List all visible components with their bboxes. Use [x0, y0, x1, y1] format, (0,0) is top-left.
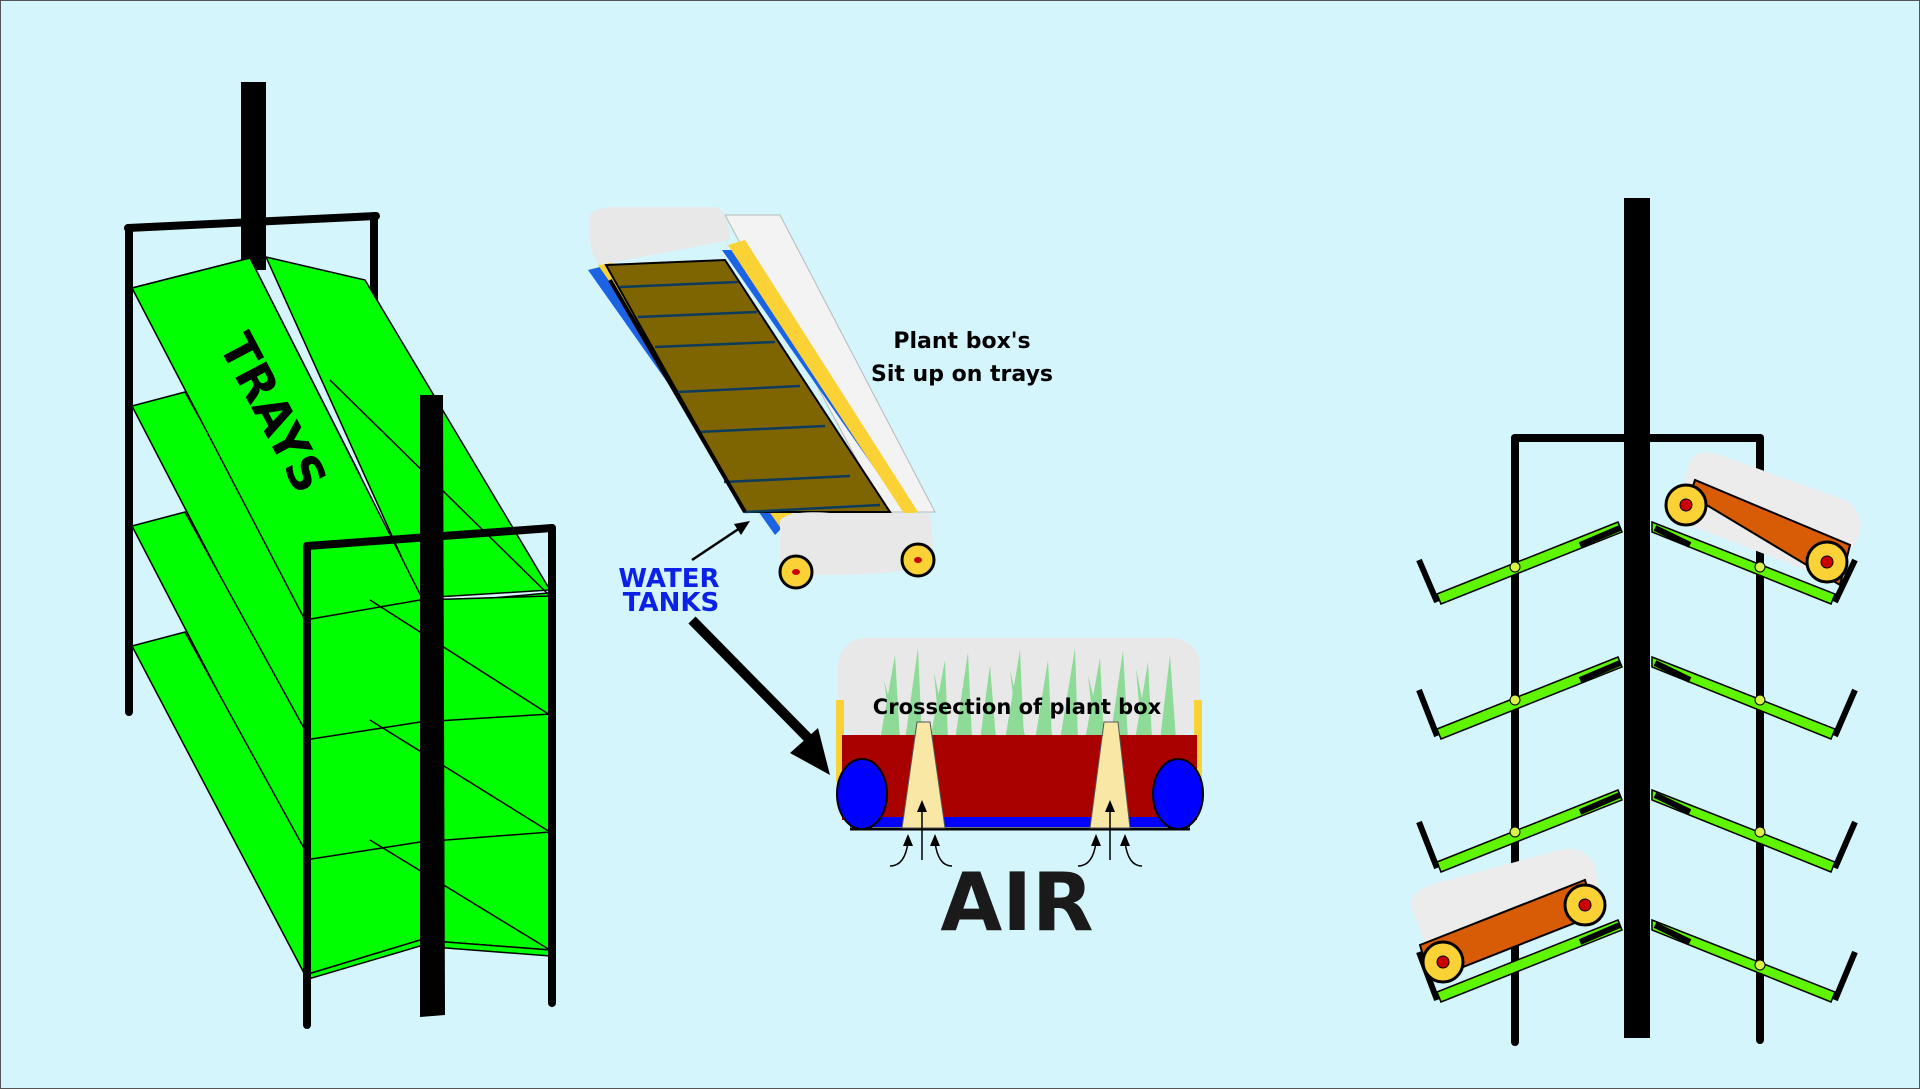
plant-box-isometric: [588, 207, 936, 590]
tray-brackets: [1416, 525, 1858, 1002]
water-tank-left-cross: [836, 758, 888, 830]
box-side-panel: [724, 214, 936, 513]
water-tanks-label-line2: TANKS: [623, 588, 719, 618]
tray-pivots: [1509, 561, 1766, 971]
plant-box-label-line1: Plant box's: [893, 329, 1030, 354]
water-layer: [850, 817, 1190, 827]
arrow-to-tank: [691, 521, 750, 562]
air-label: AIR: [940, 856, 1093, 949]
crossection-plant-box: Crossection of plant box: [836, 638, 1204, 867]
plant-box-on-tray-top: [1664, 452, 1861, 587]
bed-dividers: [619, 280, 881, 514]
arrow-to-crossection: [688, 616, 830, 775]
front-center-post: [420, 395, 445, 1017]
plant-box-on-tray-bottom: [1410, 849, 1607, 984]
back-center-post: [241, 82, 266, 270]
water-tank-right-cross: [1152, 758, 1204, 830]
grass-blades: [880, 648, 1176, 740]
side-center-post: [1624, 198, 1650, 1038]
air-channel-right: [1089, 721, 1131, 829]
soil-layer: [842, 735, 1197, 820]
box-top-cap: [589, 207, 730, 265]
water-tanks-label-line1: WATER: [618, 564, 719, 594]
plant-box-label-line2: Sit up on trays: [871, 362, 1053, 387]
tray-rack-side-view: [1410, 198, 1861, 1046]
tray-rack-left: TRAYS: [124, 82, 556, 1029]
side-trays-right: [1651, 520, 1836, 1003]
box-end-cap: [780, 512, 935, 575]
air-channel-left: [901, 721, 946, 829]
crossection-title: Crossection of plant box: [873, 695, 1162, 719]
